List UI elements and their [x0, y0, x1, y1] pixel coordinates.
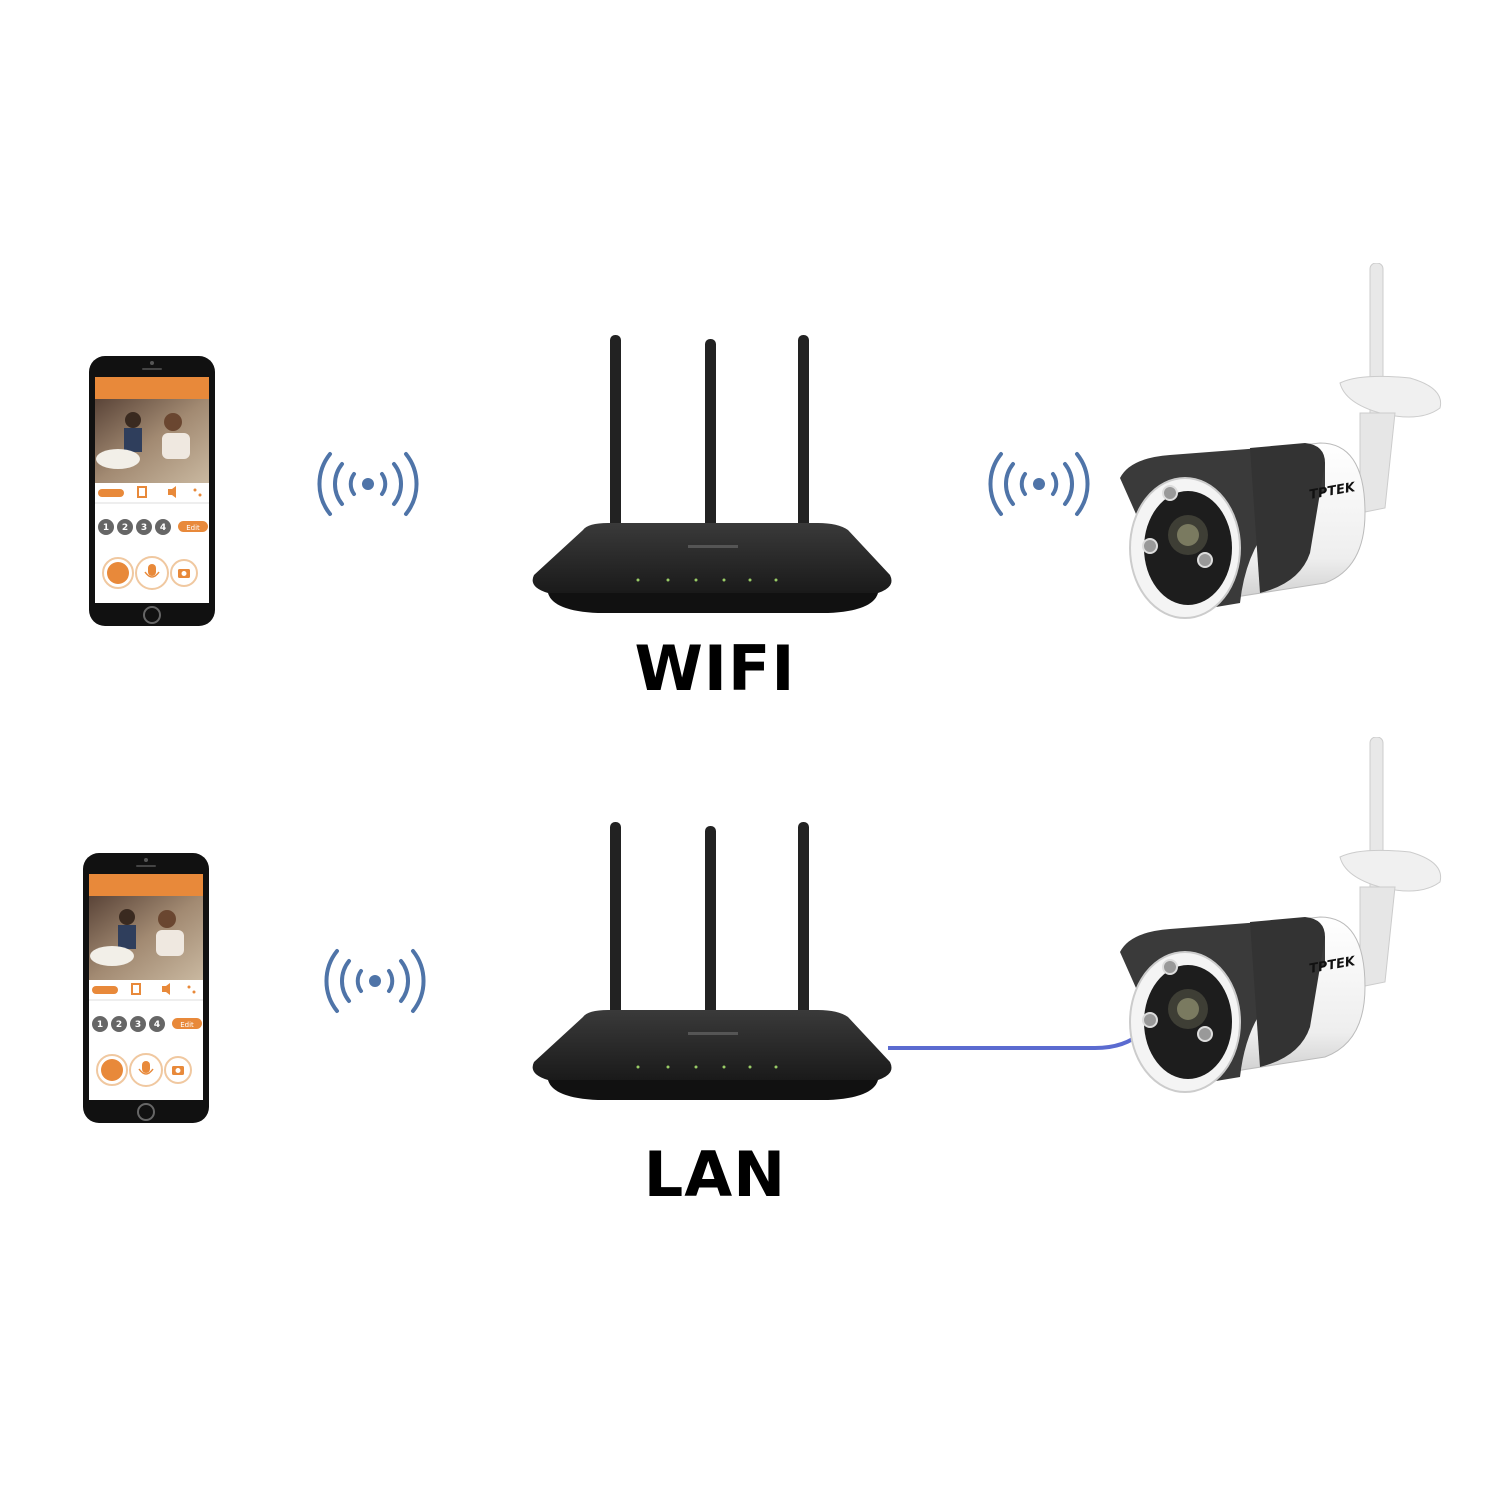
row-lan: Edit TPTEK	[82, 737, 1442, 1124]
wireless-signal-icon	[324, 949, 426, 1013]
edit-button[interactable]: Edit	[180, 1021, 194, 1029]
connection-label-wifi: WIFI	[634, 632, 796, 705]
edit-button[interactable]: Edit	[186, 524, 200, 532]
row-wifi: Edit TPTEK	[88, 263, 1442, 627]
ip-camera	[1119, 737, 1442, 1093]
connection-label-lan: LAN	[643, 1138, 787, 1211]
wireless-signal-icon	[988, 452, 1090, 516]
smartphone-app	[82, 852, 210, 1124]
smartphone-app	[88, 355, 216, 627]
wifi-router	[532, 822, 892, 1100]
wifi-router	[532, 335, 892, 613]
ethernet-cable	[888, 1030, 1144, 1050]
ip-camera	[1119, 263, 1442, 619]
wireless-signal-icon	[317, 452, 419, 516]
